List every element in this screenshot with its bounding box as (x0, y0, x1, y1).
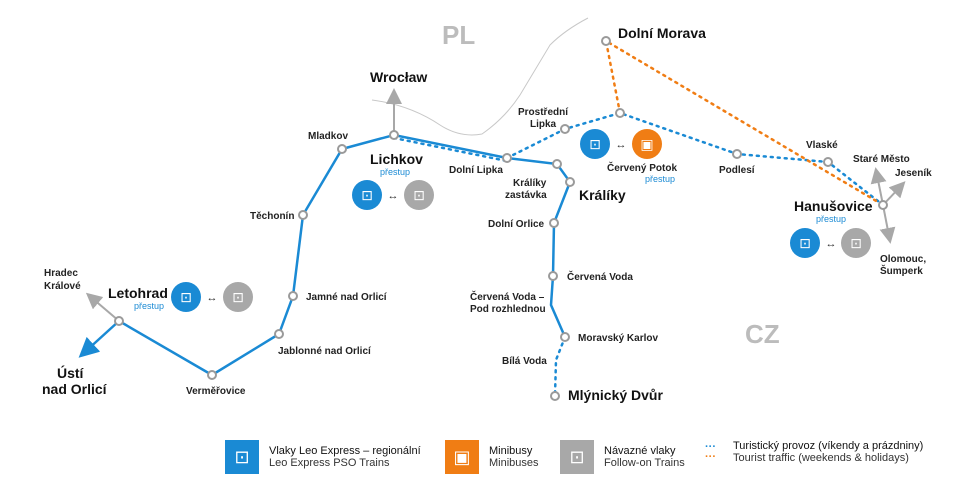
label-stare-mesto: Staré Město (853, 154, 910, 165)
legend-title: Vlaky Leo Express – regionální (269, 445, 421, 457)
svg-text:⊡: ⊡ (361, 187, 373, 203)
label-dolni-orlice: Dolní Orlice (488, 219, 545, 230)
label-mlynicky-dvur: Mlýnický Dvůr (568, 387, 663, 403)
legend-subtitle: Tourist traffic (weekends & holidays) (733, 452, 909, 464)
label-usti-2: nad Orlicí (42, 381, 108, 397)
label-dolni-lipka: Dolní Lipka (449, 165, 503, 176)
label-hanusovice: Hanušovice (794, 198, 873, 214)
legend-title: Turistický provoz (víkendy a prázdniny) (733, 440, 924, 452)
label-podlesi: Podlesí (719, 165, 756, 176)
label-letohrad-transfer: přestup (134, 301, 164, 311)
country-cz: CZ (745, 319, 780, 349)
svg-text:⊡: ⊡ (413, 187, 425, 203)
label-cerveny-potok-transfer: přestup (645, 174, 675, 184)
follow-on-arrows (85, 88, 906, 322)
svg-text:⊡: ⊡ (589, 136, 601, 152)
label-hanusovice-transfer: přestup (816, 214, 846, 224)
follow-on-train-icon (841, 228, 871, 258)
label-lichkov: Lichkov (370, 151, 423, 167)
label-kraliky-zastavka-2: zastávka (505, 190, 547, 201)
label-prostredni-lipka-2: Lipka (530, 119, 557, 130)
follow-on-train-icon (223, 282, 253, 312)
label-cervena-voda-pod-2: Pod rozhlednou (470, 304, 546, 315)
leo-train-icon (171, 282, 201, 312)
label-usti: Ústí (57, 364, 85, 381)
train-icon: ⊡ (225, 440, 259, 474)
label-lichkov-transfer: přestup (380, 167, 410, 177)
legend-subtitle: Minibuses (489, 457, 539, 469)
label-wroclaw: Wrocław (370, 69, 427, 85)
label-moravsky-karlov: Moravský Karlov (578, 333, 658, 344)
transfer-icons: ⊡ ↔ ⊡ ⊡ ↔ ⊡ ⊡ ↔ ▣ ⊡ ↔ ⊡ (171, 129, 871, 312)
label-vermerovice: Verměřovice (186, 386, 246, 397)
tourist-lines (392, 38, 885, 398)
svg-text:⊡: ⊡ (180, 289, 192, 305)
station-markers (114, 36, 888, 401)
dotted-line-icon: ······ (705, 441, 716, 463)
svg-text:↔: ↔ (616, 139, 627, 151)
label-letohrad: Letohrad (108, 285, 168, 301)
legend-title: Návazné vlaky (604, 445, 676, 457)
label-kraliky-zastavka: Králíky (513, 178, 547, 189)
label-olomouc: Olomouc, (880, 254, 926, 265)
legend-subtitle: Follow-on Trains (604, 457, 685, 469)
country-pl: PL (442, 20, 475, 50)
label-mladkov: Mladkov (308, 131, 348, 142)
border-line (371, 17, 589, 136)
label-prostredni-lipka: Prostřední (518, 107, 569, 118)
leo-train-icon (580, 129, 610, 159)
leo-train-icon (790, 228, 820, 258)
label-bila-voda: Bílá Voda (502, 356, 547, 367)
legend-tourist: ······ Turistický provoz (víkendy a práz… (705, 440, 923, 464)
label-dolni-morava: Dolní Morava (618, 25, 706, 41)
svg-text:⊡: ⊡ (850, 235, 862, 251)
label-hradec-2: Králové (44, 281, 81, 292)
leo-train-icon (352, 180, 382, 210)
label-jamne: Jamné nad Orlicí (306, 292, 388, 303)
label-techonin: Těchonín (250, 211, 294, 222)
leo-lines (78, 133, 572, 377)
svg-text:⊡: ⊡ (799, 235, 811, 251)
legend-subtitle: Leo Express PSO Trains (269, 457, 390, 469)
svg-text:↔: ↔ (207, 292, 218, 304)
label-hradec: Hradec (44, 268, 78, 279)
train-icon: ⊡ (560, 440, 594, 474)
svg-text:↔: ↔ (388, 190, 399, 202)
follow-on-train-icon (404, 180, 434, 210)
label-jablonne: Jablonné nad Orlicí (278, 346, 372, 357)
label-olomouc-2: Šumperk (880, 264, 923, 277)
label-cervena-voda: Červená Voda (567, 270, 633, 283)
svg-text:▣: ▣ (640, 136, 653, 152)
label-kraliky: Králíky (579, 187, 626, 203)
label-cerveny-potok: Červený Potok (607, 161, 677, 174)
label-jesenik: Jeseník (895, 168, 932, 179)
legend-title: Minibusy (489, 445, 533, 457)
label-vlaske: Vlaské (806, 140, 838, 151)
label-cervena-voda-pod: Červená Voda – (470, 290, 545, 303)
svg-text:⊡: ⊡ (232, 289, 244, 305)
minibus-icon (632, 129, 662, 159)
bus-icon: ▣ (445, 440, 479, 474)
svg-text:↔: ↔ (826, 238, 837, 250)
